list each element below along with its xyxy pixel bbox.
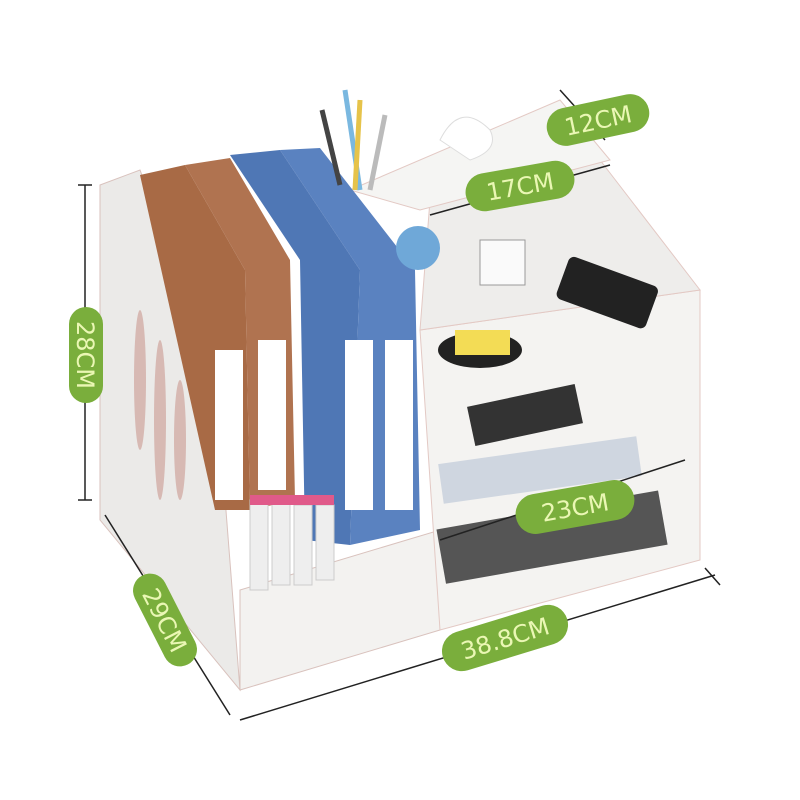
binder-label bbox=[385, 340, 413, 510]
desk-organizer bbox=[99, 89, 701, 692]
binder-label bbox=[345, 340, 373, 510]
calculator bbox=[467, 384, 583, 446]
blue-binder bbox=[230, 150, 360, 545]
tissue bbox=[439, 116, 493, 161]
rolodex bbox=[479, 239, 526, 286]
binder-label bbox=[258, 340, 286, 490]
side-cutouts bbox=[134, 310, 186, 500]
globe bbox=[396, 226, 440, 270]
left-side-panel bbox=[99, 169, 241, 692]
height-label: 28CM bbox=[71, 321, 99, 389]
markers bbox=[249, 495, 335, 591]
label-depth-top: 12CM bbox=[546, 94, 650, 146]
pens bbox=[319, 89, 388, 191]
label-height: 28CM bbox=[69, 307, 103, 403]
label-top-width: 17CM bbox=[465, 160, 575, 212]
phone bbox=[556, 256, 658, 329]
label-shelf-width: 23CM bbox=[515, 480, 635, 534]
sticky-notes bbox=[455, 330, 510, 355]
notebooks bbox=[438, 436, 642, 504]
binder-label bbox=[215, 350, 243, 500]
front-panel bbox=[239, 529, 441, 691]
